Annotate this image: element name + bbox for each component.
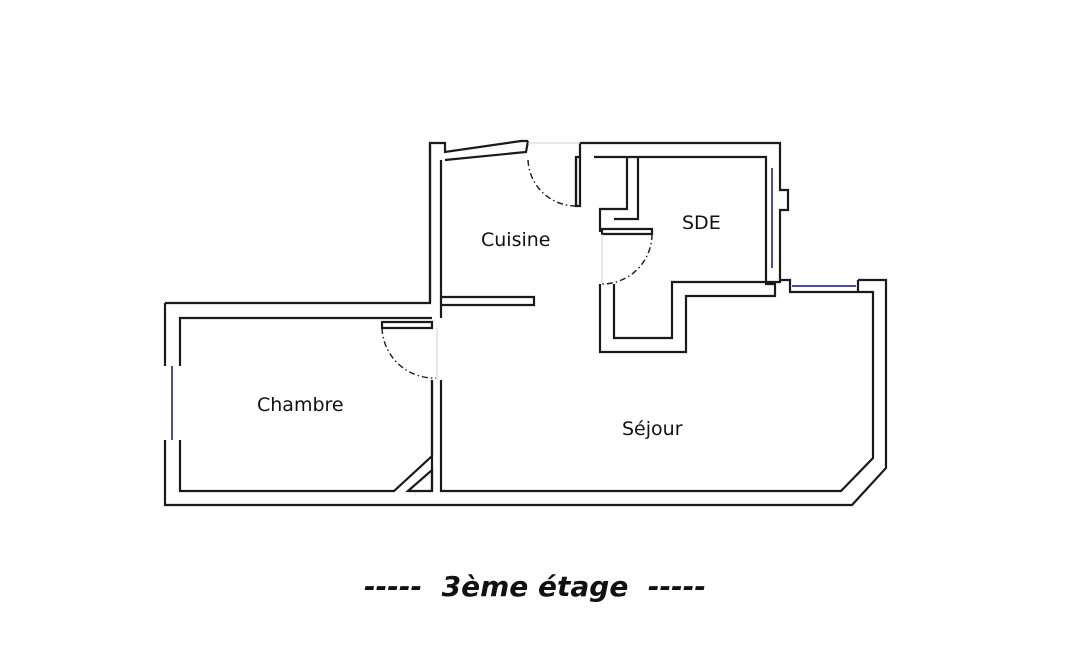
room-label-sejour: Séjour [622, 418, 683, 440]
chambre-outer-wall-bottom [163, 278, 888, 507]
cuisine-door-arc [527, 159, 577, 207]
chambre-outer-wall [165, 139, 528, 305]
sde-door-arc [601, 233, 653, 285]
room-label-chambre: Chambre [257, 394, 344, 416]
chambre-door-jamb [380, 320, 434, 330]
chambre-sejour-wall [430, 290, 875, 493]
top-wall-right [574, 141, 782, 208]
sde-walls [598, 157, 782, 354]
sde-right-wall [764, 166, 790, 270]
top-wall-inner-right [594, 155, 768, 166]
wall-triangle-block [405, 467, 434, 493]
cuisine-inner-top-wall [439, 140, 530, 297]
sde-door-jamb [600, 227, 654, 236]
room-label-cuisine: Cuisine [481, 229, 551, 251]
chambre-door-arc [381, 327, 437, 379]
cuisine-left-wall [428, 143, 536, 318]
sejour-top-right-wall [780, 278, 860, 294]
room-label-sde: SDE [682, 212, 721, 234]
floor-title: ----- 3ème étage ----- [364, 570, 706, 603]
